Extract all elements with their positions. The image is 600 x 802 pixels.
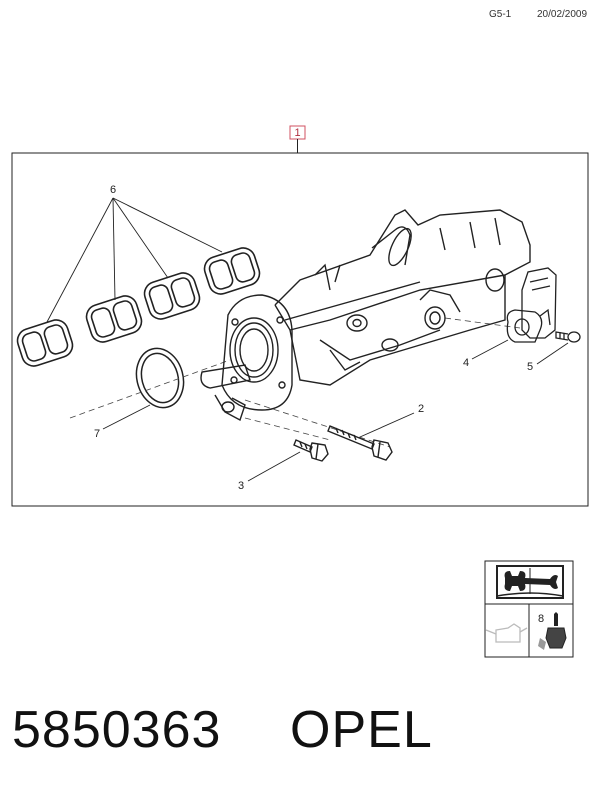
leader-4 — [471, 339, 509, 360]
callout-3: 3 — [238, 480, 244, 492]
brand-name: OPEL — [290, 701, 433, 759]
throttle-flange — [200, 294, 293, 422]
sheet-code: G5-1 — [489, 9, 512, 20]
callout-6: 6 — [110, 184, 116, 196]
intake-manifold — [274, 209, 531, 386]
diagram-frame — [11, 152, 589, 507]
manual-wrench-icon — [496, 565, 564, 599]
callout-2: 2 — [418, 403, 424, 415]
callout-8: 8 — [538, 613, 544, 625]
intake-gaskets — [16, 247, 261, 367]
leader-6 — [46, 197, 223, 323]
leader-3 — [247, 451, 301, 482]
callout-7: 7 — [94, 428, 100, 440]
bolt-short — [293, 439, 329, 462]
screw — [555, 331, 581, 343]
part-number: 5850363 — [12, 701, 222, 759]
sensor-bracket — [506, 267, 557, 343]
bolt-long — [327, 425, 393, 461]
leader-2 — [359, 412, 415, 438]
oil-can-icon — [485, 623, 528, 643]
o-ring — [135, 347, 185, 409]
sheet-date: 20/02/2009 — [537, 9, 588, 20]
callout-5: 5 — [527, 361, 533, 373]
sealant-tube-icon — [538, 612, 567, 650]
symbol-legend: 8 — [484, 560, 574, 658]
callout-1: 1 — [294, 127, 300, 139]
callout-4: 4 — [463, 357, 469, 369]
leader-7 — [102, 404, 151, 430]
leader-5 — [536, 342, 569, 365]
